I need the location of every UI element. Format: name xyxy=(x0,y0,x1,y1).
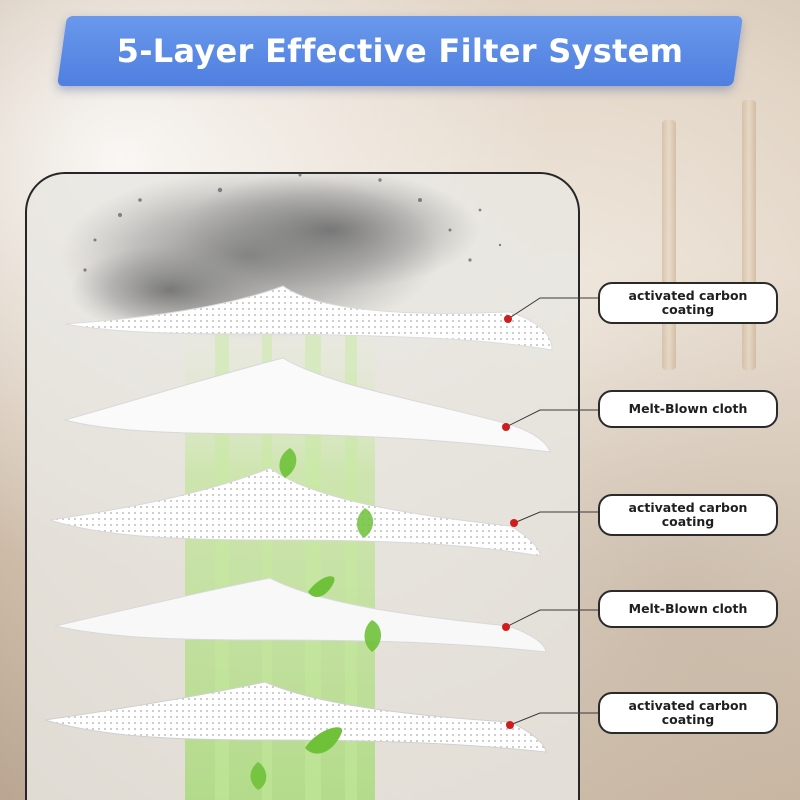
layer-label-text: Melt-Blown cloth xyxy=(628,401,748,416)
layer-label-text: activated carbon coating xyxy=(628,288,748,317)
page-title: 5-Layer Effective Filter System xyxy=(116,32,684,70)
filter-layer-4 xyxy=(54,577,547,653)
filter-layer-1 xyxy=(64,285,553,351)
marker-dots xyxy=(502,315,518,729)
layer-label-text: Melt-Blown cloth xyxy=(628,601,748,616)
layer-label-text: activated carbon coating xyxy=(628,698,748,727)
layer-label-1: activated carbon coating xyxy=(598,282,778,324)
layer-label-4: Melt-Blown cloth xyxy=(598,590,778,628)
filter-layer-2 xyxy=(63,357,551,453)
layer-label-5: activated carbon coating xyxy=(598,692,778,734)
layer-label-3: activated carbon coating xyxy=(598,494,778,536)
leaf-icons xyxy=(250,448,381,790)
layer-label-2: Melt-Blown cloth xyxy=(598,390,778,428)
leader-lines xyxy=(505,297,598,726)
filter-layer-5 xyxy=(44,681,547,753)
layer-label-text: activated carbon coating xyxy=(628,500,748,529)
filter-layer-3 xyxy=(49,467,541,557)
